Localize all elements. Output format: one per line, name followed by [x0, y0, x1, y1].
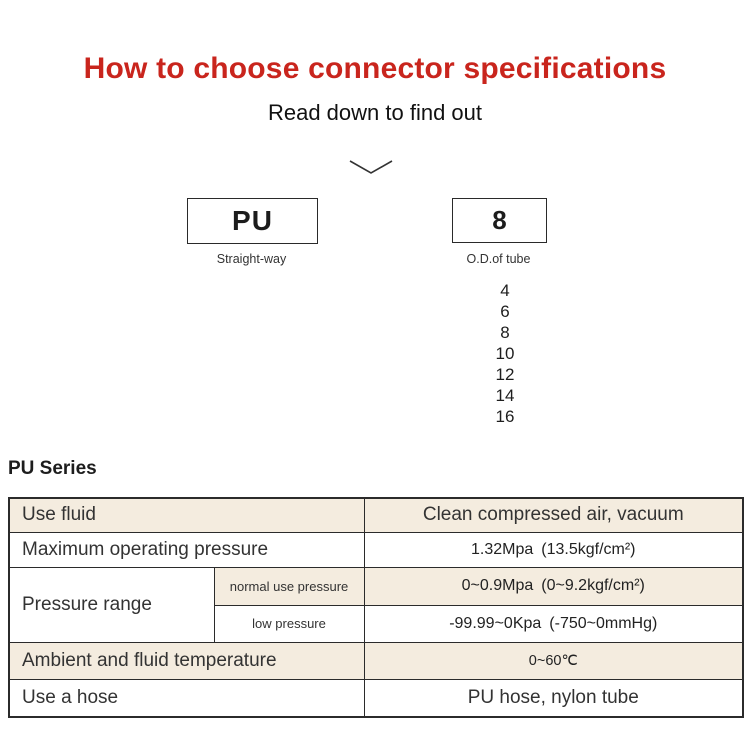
chevron-down-icon: [349, 160, 393, 174]
use-fluid-label: Use fluid: [8, 497, 365, 533]
low-pressure-label: low pressure: [213, 604, 365, 643]
hose-label: Use a hose: [8, 678, 365, 718]
table-row-use-fluid: Use fluid Clean compressed air, vacuum: [8, 497, 744, 533]
tube-size-options-list: 4 6 8 10 12 14 16: [455, 280, 555, 427]
model-code-caption: Straight-way: [216, 252, 287, 266]
tube-size-box: 8: [452, 198, 547, 243]
size-option: 4: [500, 281, 510, 300]
use-fluid-value: Clean compressed air, vacuum: [363, 497, 744, 533]
ambient-temp-label: Ambient and fluid temperature: [8, 641, 365, 680]
table-row-hose: Use a hose PU hose, nylon tube: [8, 678, 744, 718]
size-option: 8: [500, 323, 510, 342]
hose-value: PU hose, nylon tube: [363, 678, 744, 718]
normal-pressure-label: normal use pressure: [213, 566, 365, 606]
table-row-normal-pressure: Pressure range normal use pressure 0~0.9…: [8, 566, 744, 643]
size-option: 12: [495, 365, 515, 384]
table-row-max-pressure: Maximum operating pressure 1.32Mpa (13.5…: [8, 531, 744, 568]
page-subtitle: Read down to find out: [267, 100, 483, 125]
normal-pressure-value: 0~0.9Mpa (0~9.2kgf/cm²): [363, 566, 744, 606]
table-row-low-pressure: low pressure -99.99~0Kpa (-750~0mmHg): [9, 604, 744, 643]
low-pressure-value: -99.99~0Kpa (-750~0mmHg): [363, 604, 744, 643]
size-option: 6: [500, 302, 510, 321]
max-pressure-value: 1.32Mpa (13.5kgf/cm²): [363, 531, 744, 568]
size-option: 10: [495, 344, 515, 363]
series-heading: PU Series: [8, 458, 97, 479]
size-option: 16: [495, 407, 515, 426]
spec-table: Use fluid Clean compressed air, vacuum M…: [8, 497, 745, 718]
tube-size-caption: O.D.of tube: [466, 252, 531, 266]
max-pressure-label: Maximum operating pressure: [8, 531, 365, 568]
page-title: How to choose connector specifications: [83, 52, 667, 85]
model-code-box: PU: [187, 198, 318, 244]
size-option: 14: [495, 386, 515, 405]
table-row-ambient-temp: Ambient and fluid temperature 0~60℃: [8, 641, 744, 680]
ambient-temp-value: 0~60℃: [363, 641, 744, 680]
pressure-range-label: Pressure range: [8, 566, 215, 643]
